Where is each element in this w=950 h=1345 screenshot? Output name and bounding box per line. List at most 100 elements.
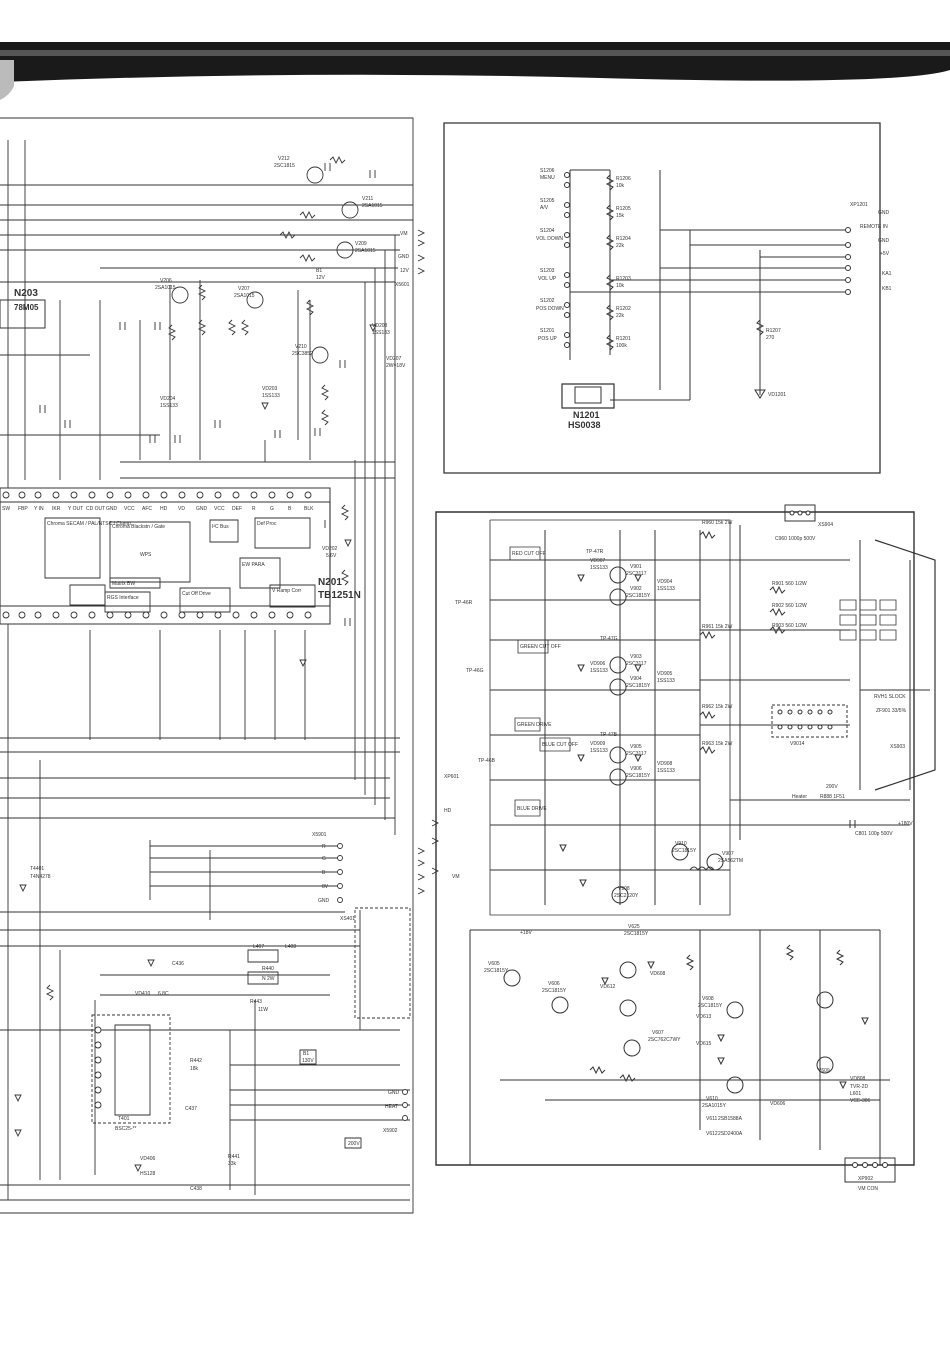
n203-part: 78M05 [14, 303, 39, 312]
res-ref: R1202 [616, 306, 631, 312]
vm-transistor-part: 2SC1815Y [484, 968, 509, 974]
vm-transistor-ref: V609 [818, 1068, 830, 1074]
flyback-part: BSC25-** [115, 1126, 136, 1132]
crt-misc: 200V [826, 784, 838, 790]
crt-transistor-ref: V902 [630, 586, 642, 592]
ic-block-blackstn: Chroma Blackstn / Gate [112, 524, 165, 530]
res-val: 22k [616, 243, 625, 249]
conn-ref: X5901 [312, 832, 327, 838]
testpoint: TP-46B [478, 758, 496, 764]
pin-label: GND [196, 506, 208, 512]
transistor-part: 2SA1015 [355, 248, 376, 254]
pin-label: HD [160, 506, 168, 512]
testpoint: TP-47B [600, 732, 618, 738]
power-label: 130V [302, 1058, 314, 1064]
conn-pin: B [322, 870, 326, 876]
xp1201-pin: +5V [880, 251, 890, 257]
xp1201-pin: GND [878, 238, 890, 244]
power-label: 12V [316, 275, 326, 281]
pin-label: AFC [142, 506, 152, 512]
vm-diode-ref: VD608 [650, 971, 666, 977]
crt-transistor-part: 2SC3117 [626, 751, 647, 757]
crt-transistor-part: 2SC1815Y [626, 593, 651, 599]
conn-pin: 8V [322, 884, 329, 890]
crt-diode-ref: VD905 [657, 671, 673, 677]
pin-label: IKR [52, 506, 61, 512]
crt-socket-transistor: V9014 [790, 741, 805, 747]
diode-ref: VD204 [160, 396, 176, 402]
crt-misc: R903 560 1/2W [772, 623, 807, 629]
transistor-part: 2SA1015 [362, 203, 383, 209]
crt-misc: VM [452, 874, 460, 880]
crt-misc: HD [444, 808, 452, 814]
switch-name: POS DOWN [536, 306, 564, 312]
cutoff-label: BLUE CUT OFF [542, 742, 578, 748]
crt-misc: R960 15k 2W [702, 520, 733, 526]
xp1201-pin: KB1 [882, 286, 892, 292]
transistor-part: 2SA1015 [234, 293, 255, 299]
vm-plus: +18V [520, 930, 532, 936]
crt-diode-part: 1SS133 [590, 565, 608, 571]
switch-ref: S1205 [540, 198, 555, 204]
vm-transistor-part: 2SC1815Y [698, 1003, 723, 1009]
n201-part: TB1251N [318, 590, 361, 601]
part-label: L408 [285, 944, 296, 950]
vm-transistor-part: 2SB1588A [718, 1116, 743, 1122]
switch-ref: S1206 [540, 168, 555, 174]
ic-block-ewpara: EW PARA [242, 562, 265, 568]
xp1201-pin: REMOTE IN [860, 224, 888, 230]
testpoint: TP-46G [466, 668, 484, 674]
transistor-part: 2SA1015 [155, 285, 176, 291]
crt-diode-part: 1SS133 [657, 678, 675, 684]
diode-ref: VD208 [372, 323, 388, 329]
transistor-ref: V206 [160, 278, 172, 284]
crt-diode-ref: VD907 [590, 558, 606, 564]
diode-part: 5.6V [326, 553, 337, 559]
cutoff-label: RED CUT OFF [512, 551, 546, 557]
ic-block-i2c: I²C Bus [212, 524, 229, 530]
remote-board [444, 123, 880, 473]
crt-misc: +180V [898, 821, 913, 827]
xp1201-pin: KA1 [882, 271, 892, 277]
part-label: 18k [190, 1066, 199, 1072]
res-val: 15k [616, 213, 625, 219]
vm-coil-val: VCE-306 [850, 1098, 871, 1104]
crt-transistor-ref: V907 [722, 851, 734, 857]
pin-label: DEF [232, 506, 242, 512]
conn-pin: 200V [348, 1141, 360, 1147]
res-val: 22k [616, 313, 625, 319]
vm-transistor-ref: V611 [706, 1116, 718, 1122]
crt-misc: C960 1000p 500V [775, 536, 816, 542]
crt-transistor-ref: V906 [630, 766, 642, 772]
ic-block-chroma: Chroma SECAM / PAL/NTSC / Clamp [47, 521, 131, 527]
pin-label: Y IN [34, 506, 44, 512]
vm-diode-part: TVR-2D [850, 1084, 868, 1090]
crt-misc: R888 1F51 [820, 794, 845, 800]
transistor-ref: V207 [238, 286, 250, 292]
transistor-part: 2SC1815 [274, 163, 295, 169]
conn-pin: GND [388, 1090, 400, 1096]
part-label: L407 [253, 944, 264, 950]
pin-label: BLK [304, 506, 314, 512]
vm-transistor-part: 2SC1815Y [542, 988, 567, 994]
crt-transistor-part: 2SA562TM [718, 858, 743, 864]
part-label: N 2W [262, 976, 275, 982]
diode-part: 1SS133 [372, 330, 390, 336]
crt-misc: R901 560 1/2W [772, 581, 807, 587]
pin-label: FBP [18, 506, 28, 512]
switch-ref: S1203 [540, 268, 555, 274]
crt-diode-ref: VD908 [657, 761, 673, 767]
cutoff-label: GREEN CUT OFF [520, 644, 561, 650]
vm-transistor-ref: V612 [706, 1131, 718, 1137]
xp1201-pin: GND [878, 210, 890, 216]
label-layer: N203 78M05 N201 TB1251N Chroma SECAM / P… [2, 156, 913, 1192]
switch-ref: S1201 [540, 328, 555, 334]
receiver-part: HS0038 [568, 420, 601, 430]
crt-diode-part: 1SS133 [657, 768, 675, 774]
pin-label: GND [106, 506, 118, 512]
part-label: C437 [185, 1106, 197, 1112]
vm-diode-ref: VD612 [600, 984, 616, 990]
transistor-ref: V210 [295, 344, 307, 350]
diode-ref: VD203 [262, 386, 278, 392]
drive-label: GREEN DRIVE [517, 722, 552, 728]
